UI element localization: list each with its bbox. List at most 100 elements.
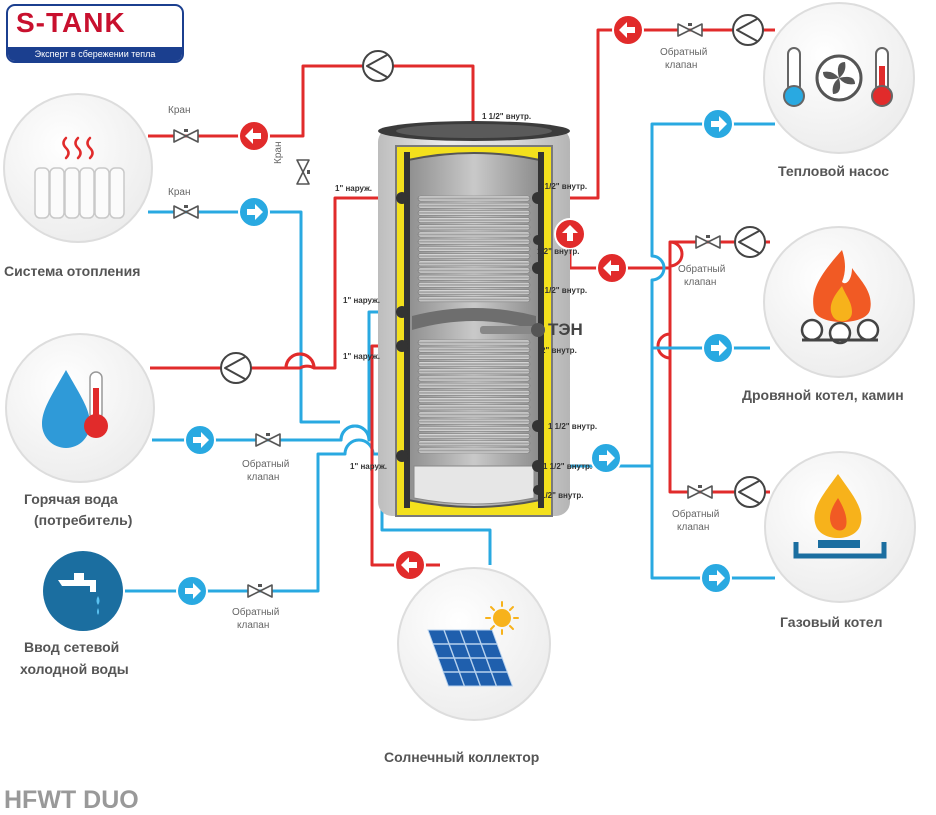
label-gas-boiler: Газовый котел — [780, 614, 883, 630]
coil-turn — [417, 274, 531, 281]
label-check-valve-wood-1: Обратный — [678, 264, 726, 275]
conn-left-2: 1" наруж. — [343, 296, 380, 305]
conn-right-4: 2" внутр. — [541, 346, 577, 355]
label-check-valve-cold-2: клапан — [237, 620, 270, 631]
water-tap-icon — [43, 551, 123, 631]
coil-turn — [417, 296, 531, 303]
coil-turn — [417, 210, 531, 216]
label-check-valve-cold-1: Обратный — [232, 607, 280, 618]
label-valve-kran-3: Кран — [273, 141, 284, 164]
coil-turn — [417, 195, 531, 202]
hot-flow-arrow-icon — [596, 252, 628, 284]
coil-turn — [417, 397, 531, 403]
water-drop-thermometer-icon — [5, 333, 155, 483]
circulation-pump-icon — [734, 226, 766, 258]
conn-right-7: 1/2" внутр. — [541, 491, 584, 500]
conn-right-5: 1 1/2" внутр. — [548, 422, 598, 431]
label-check-valve-hw-2: клапан — [247, 472, 280, 483]
conn-right-3: 1 1/2" внутр. — [538, 286, 588, 295]
coil-turn — [417, 253, 531, 259]
label-hot-water: Горячая вода — [24, 491, 118, 507]
cold-flow-arrow-icon — [590, 442, 622, 474]
coil-turn — [417, 418, 531, 425]
brand-name: S-TANK — [16, 7, 126, 38]
storage-tank — [378, 121, 570, 517]
label-check-valve-gas-2: клапан — [677, 522, 710, 533]
radiator-icon — [3, 93, 153, 243]
cold-flow-arrow-icon — [702, 108, 734, 140]
label-hot-water-consumer: (потребитель) — [34, 512, 133, 528]
coil-turn — [417, 346, 531, 353]
valve-icon — [296, 159, 310, 185]
circulation-pump-icon — [220, 352, 252, 384]
firewood-icon — [763, 226, 915, 378]
coil-turn — [417, 260, 531, 267]
coil-turn — [417, 289, 531, 295]
valve-icon — [677, 23, 703, 37]
label-heating-system: Система отопления — [4, 263, 141, 279]
coil-turn — [417, 426, 531, 432]
pipe-heat-pump-return — [650, 122, 775, 580]
valve-icon — [173, 129, 199, 143]
circulation-pump-icon — [732, 14, 764, 46]
coil-turn — [417, 238, 531, 245]
valve-icon — [255, 433, 281, 447]
coil-turn — [417, 267, 531, 274]
label-wood-boiler: Дровяной котел, камин — [742, 387, 904, 403]
hot-flow-arrow-icon — [238, 120, 270, 152]
solar-panel-icon — [397, 567, 551, 721]
heating-element — [480, 326, 536, 334]
conn-left-3: 1" наруж. — [343, 352, 380, 361]
cold-flow-arrow-icon — [176, 575, 208, 607]
pipe-gas-boiler-supply — [656, 242, 770, 494]
valve-icon — [695, 235, 721, 249]
lower-coil — [417, 339, 531, 454]
conn-right-2: 1/2" внутр. — [537, 247, 580, 256]
cold-flow-arrow-icon — [700, 562, 732, 594]
coil-turn — [417, 447, 531, 454]
cold-flow-arrow-icon — [702, 332, 734, 364]
coil-turn — [417, 246, 531, 252]
coil-turn — [417, 390, 531, 396]
coil-turn — [417, 224, 531, 231]
ten-label: ТЭН — [548, 320, 583, 339]
coil-turn — [417, 433, 531, 439]
model-name: HFWT DUO — [4, 786, 139, 814]
pipe-heat-pump-supply — [540, 28, 775, 200]
label-solar-collector: Солнечный коллектор — [384, 749, 540, 765]
coil-turn — [417, 217, 531, 223]
upper-coil — [417, 195, 531, 303]
label-check-valve-wood-2: клапан — [684, 277, 717, 288]
label-check-valve-hp-2: клапан — [665, 60, 698, 71]
gas-burner-icon — [764, 451, 916, 603]
coil-turn — [417, 339, 531, 346]
conn-top: 1 1/2" внутр. — [482, 112, 532, 121]
label-cold-inlet: Ввод сетевой — [24, 639, 120, 655]
conn-right-6: 1 1/2" внутр. — [543, 462, 593, 471]
valve-icon — [247, 584, 273, 598]
label-check-valve-hw-1: Обратный — [242, 459, 290, 470]
coil-turn — [417, 354, 531, 360]
coil-turn — [417, 282, 531, 288]
valve-icon — [173, 205, 199, 219]
label-cold-inlet-2: холодной воды — [20, 661, 129, 677]
circulation-pump-icon — [734, 476, 766, 508]
valve-icon — [687, 485, 713, 499]
connectors — [396, 192, 544, 495]
brand-tagline: Эксперт в сбережении тепла — [8, 47, 182, 61]
coil-turn — [417, 368, 531, 375]
circulation-pump-icon — [362, 50, 394, 82]
hot-flow-arrow-icon — [394, 549, 426, 581]
conn-left-1: 1" наруж. — [335, 184, 372, 193]
label-check-valve-gas-1: Обратный — [672, 509, 720, 520]
heat-pump-icon — [763, 2, 915, 154]
hot-flow-arrow-icon — [612, 14, 644, 46]
brand-logo: S-TANK Эксперт в сбережении тепла — [6, 4, 184, 63]
label-check-valve-hp-1: Обратный — [660, 47, 708, 58]
label-valve-kran-2: Кран — [168, 187, 191, 198]
coil-turn — [417, 202, 531, 209]
hot-flow-arrow-icon — [554, 218, 586, 250]
coil-turn — [417, 382, 531, 389]
coil-turn — [417, 404, 531, 411]
